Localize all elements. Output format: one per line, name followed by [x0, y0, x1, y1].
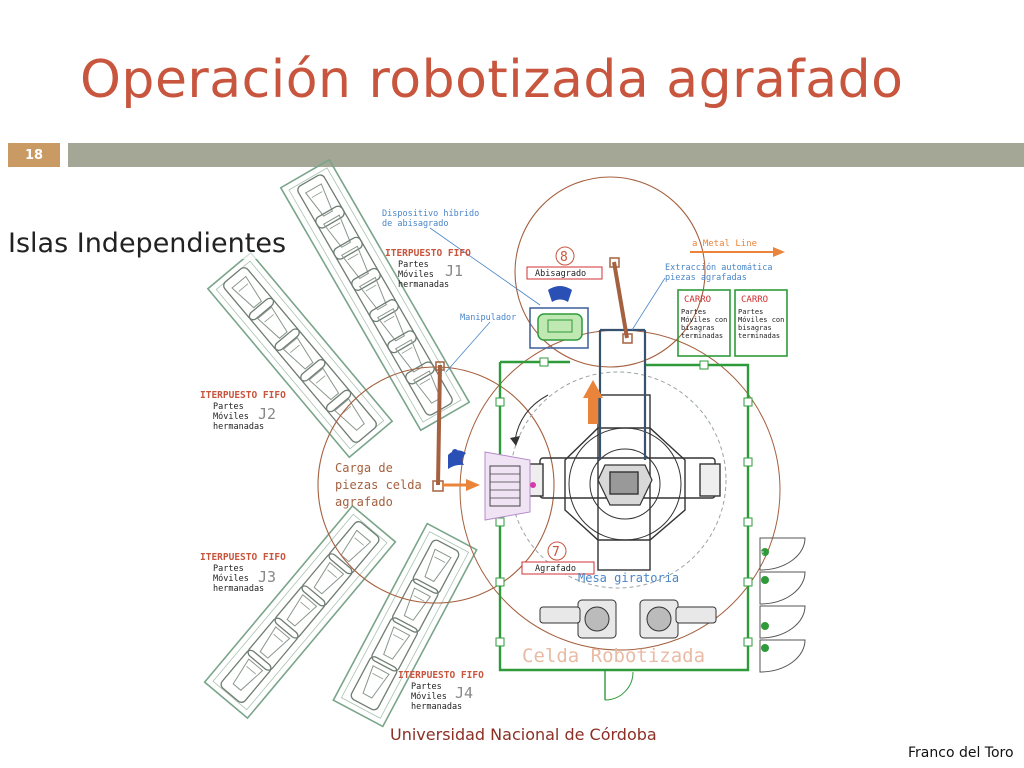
svg-text:ITERPUESTO FIFO: ITERPUESTO FIFO: [200, 390, 286, 401]
welding-robot-left: [539, 599, 617, 639]
svg-text:J4: J4: [455, 684, 473, 702]
unload-arrow: [583, 380, 603, 424]
svg-text:terminadas: terminadas: [738, 332, 780, 340]
rack-j1: [279, 158, 471, 432]
svg-text:Partes: Partes: [398, 260, 429, 270]
robot-cell-fence: [495, 357, 753, 701]
footer-university: Universidad Nacional de Córdoba: [390, 725, 657, 744]
hybrid-device-label-1: Dispositivo híbrido: [382, 209, 479, 219]
svg-text:Móviles: Móviles: [411, 691, 447, 702]
buffer-label-j3: ITERPUESTO FIFO Partes Móviles hermanada…: [200, 552, 286, 594]
hybrid-device-label-2: de abisagrado: [382, 219, 449, 229]
svg-text:Partes: Partes: [213, 402, 244, 412]
gripper-blue-left: [448, 449, 466, 469]
footer-author: Franco del Toro: [908, 745, 1014, 761]
cell-label: Celda Robotizada: [522, 645, 705, 667]
svg-text:ITERPUESTO FIFO: ITERPUESTO FIFO: [398, 670, 484, 681]
metal-line-arrow: a Metal Line: [690, 239, 785, 257]
buffer-label-j1: ITERPUESTO FIFO Partes Móviles hermanada…: [385, 248, 471, 290]
svg-text:J1: J1: [445, 262, 463, 280]
svg-text:Móviles: Móviles: [213, 573, 249, 584]
svg-text:ITERPUESTO FIFO: ITERPUESTO FIFO: [385, 248, 471, 259]
rack-j2: [206, 251, 394, 459]
svg-text:Partes: Partes: [738, 308, 763, 316]
station-7-marker: 7: [547, 541, 567, 561]
welding-robot-right: [639, 599, 717, 639]
svg-text:Móviles con: Móviles con: [738, 316, 784, 324]
svg-text:CARRO: CARRO: [741, 295, 768, 305]
svg-text:Móviles con: Móviles con: [681, 316, 727, 324]
hinging-robot-reach-circle: [514, 176, 706, 368]
abisagrado-tag: Abisagrado: [526, 266, 603, 280]
turntable-machine: [522, 394, 721, 571]
hinging-arm: [609, 257, 633, 344]
leader-lines: [429, 227, 666, 373]
svg-text:J3: J3: [258, 568, 276, 586]
metal-line-label: a Metal Line: [692, 239, 757, 249]
svg-text:CARRO: CARRO: [684, 295, 711, 305]
station-8-marker: 8: [555, 246, 575, 266]
svg-text:ITERPUESTO FIFO: ITERPUESTO FIFO: [200, 552, 286, 563]
turntable-label: Mesa giratoria: [578, 571, 679, 585]
cart-2: CARRO Partes Móviles con bisagras termin…: [734, 289, 788, 357]
exit-doors: [759, 537, 806, 673]
extraction-label-2: piezas agrafadas: [665, 273, 747, 283]
agrafado-tag: Agrafado: [521, 561, 595, 575]
svg-text:Móviles: Móviles: [213, 411, 249, 422]
loading-arrow: [442, 479, 480, 491]
svg-text:bisagras: bisagras: [738, 324, 772, 332]
buffer-label-j4: ITERPUESTO FIFO Partes Móviles hermanada…: [398, 670, 484, 712]
svg-text:Abisagrado: Abisagrado: [535, 269, 586, 279]
slide-subtitle: Islas Independientes: [8, 228, 287, 259]
loading-label-1: Carga de: [335, 461, 393, 475]
exit-label: E: [761, 551, 764, 557]
svg-text:Partes: Partes: [681, 308, 706, 316]
rack-j4: [332, 522, 478, 728]
loading-station: [484, 451, 536, 521]
exit-markers: E: [761, 548, 769, 652]
svg-text:hermanadas: hermanadas: [411, 702, 462, 712]
buffer-label-j2: ITERPUESTO FIFO Partes Móviles hermanada…: [200, 390, 286, 432]
slide-title: Operación robotizada agrafado: [80, 50, 904, 110]
svg-text:hermanadas: hermanadas: [213, 422, 264, 432]
svg-text:8: 8: [560, 250, 568, 265]
loading-label-3: agrafado: [335, 495, 393, 509]
manipulator-arm: [432, 361, 445, 492]
svg-text:hermanadas: hermanadas: [398, 280, 449, 290]
manipulator-label: Manipulador: [460, 313, 516, 323]
svg-text:J2: J2: [258, 405, 276, 423]
svg-text:hermanadas: hermanadas: [213, 584, 264, 594]
svg-text:bisagras: bisagras: [681, 324, 715, 332]
rack-j3: [203, 504, 397, 720]
loading-label-2: piezas celda: [335, 478, 422, 492]
svg-text:7: 7: [552, 545, 560, 560]
cart-1: CARRO Partes Móviles con bisagras termin…: [677, 289, 731, 357]
rotation-arrow: [514, 394, 549, 441]
svg-text:Partes: Partes: [411, 682, 442, 692]
svg-text:terminadas: terminadas: [681, 332, 723, 340]
svg-text:Partes: Partes: [213, 564, 244, 574]
hinging-device: [529, 286, 589, 349]
slide-number: 18: [8, 143, 60, 167]
svg-text:Agrafado: Agrafado: [535, 564, 576, 574]
header-bar: [68, 143, 1024, 167]
extraction-label-1: Extracción automática: [665, 262, 772, 273]
svg-text:Móviles: Móviles: [398, 269, 434, 280]
